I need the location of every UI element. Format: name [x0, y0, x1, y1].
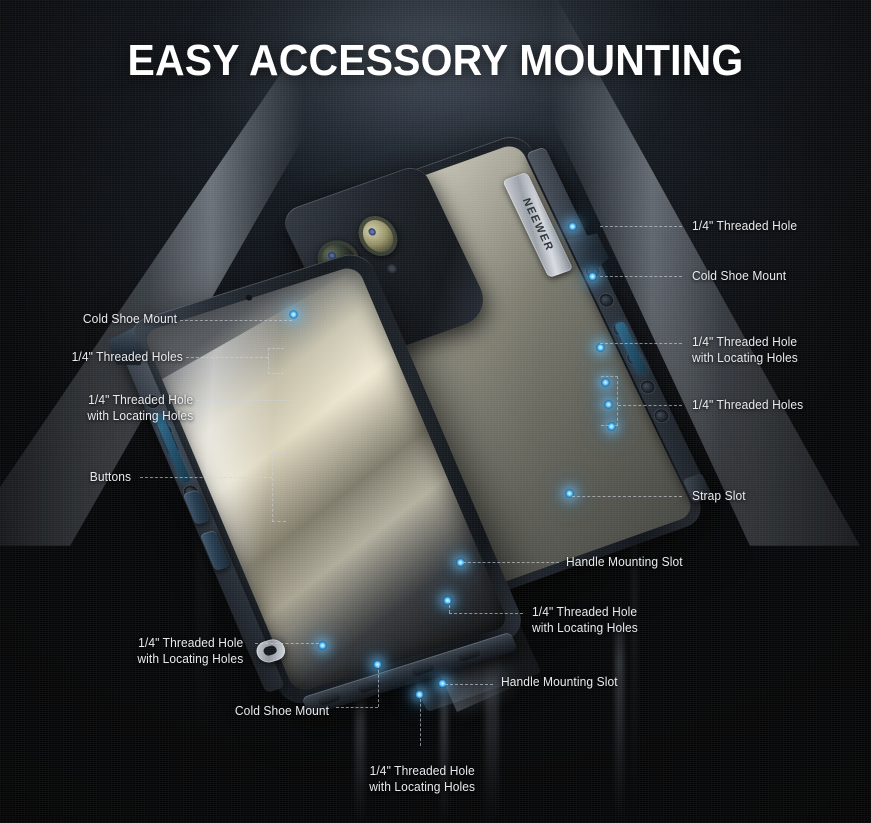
- leader-line: [449, 600, 450, 613]
- mount-point-glow: [443, 596, 452, 605]
- callout-right-cold-shoe-mount: Cold Shoe Mount: [692, 269, 787, 283]
- mount-point-glow: [415, 690, 424, 699]
- leader-line: [196, 400, 292, 401]
- leader-bracket: [272, 452, 286, 522]
- callout-low-handle-mounting-slot: Handle Mounting Slot: [501, 675, 618, 689]
- leader-line: [572, 496, 682, 497]
- mount-point-glow: [318, 641, 327, 650]
- callout-mid-threaded-hole-locating: 1/4" Threaded Hole with Locating Holes: [532, 605, 638, 635]
- mount-point-glow: [565, 489, 574, 498]
- callout-right-threaded-hole-locating: 1/4" Threaded Hole with Locating Holes: [692, 335, 798, 365]
- leader-line: [600, 276, 682, 277]
- leader-bracket: [268, 348, 284, 374]
- leader-line: [180, 320, 292, 321]
- light-streak: [632, 430, 637, 820]
- mount-point-glow: [604, 400, 613, 409]
- leader-line: [618, 405, 682, 406]
- leader-line: [600, 226, 682, 227]
- callout-left-cold-shoe-mount: Cold Shoe Mount: [82, 312, 177, 326]
- callout-left-threaded-holes: 1/4" Threaded Holes: [71, 350, 183, 364]
- mount-point-glow: [289, 310, 298, 319]
- leader-line: [186, 357, 268, 358]
- leader-line: [445, 684, 493, 685]
- mount-point-glow: [568, 222, 577, 231]
- light-streak: [615, 600, 624, 823]
- page-title: EASY ACCESSORY MOUNTING: [127, 36, 744, 85]
- leader-line: [140, 477, 272, 478]
- light-streak: [440, 660, 448, 823]
- mount-point-glow: [438, 679, 447, 688]
- leader-line: [420, 694, 421, 746]
- callout-right-strap-slot: Strap Slot: [692, 489, 746, 503]
- mount-point-glow: [601, 378, 610, 387]
- mount-point-glow: [456, 558, 465, 567]
- callout-bottom-threaded-locating: 1/4" Threaded Hole with Locating Holes: [369, 764, 476, 794]
- callout-bottomleft-threaded-locating: 1/4" Threaded Hole with Locating Holes: [137, 636, 243, 666]
- mount-point-glow: [596, 343, 605, 352]
- leader-line: [378, 665, 379, 707]
- callout-left-buttons: Buttons: [89, 470, 131, 484]
- callout-mid-handle-mounting-slot: Handle Mounting Slot: [566, 555, 683, 569]
- light-streak: [355, 640, 365, 823]
- mount-point-glow: [588, 272, 597, 281]
- leader-line: [449, 613, 523, 614]
- callout-left-threaded-hole-locating: 1/4" Threaded Hole with Locating Holes: [87, 393, 193, 423]
- light-streak: [485, 645, 499, 823]
- leader-line: [600, 343, 682, 344]
- callout-right-threaded-holes: 1/4" Threaded Holes: [692, 398, 804, 412]
- mount-point-glow: [373, 660, 382, 669]
- leader-line: [336, 707, 378, 708]
- leader-line: [255, 643, 319, 644]
- leader-line: [463, 562, 559, 563]
- callout-bottom-cold-shoe-mount: Cold Shoe Mount: [234, 704, 329, 718]
- leader-bracket: [601, 376, 618, 426]
- mount-point-glow: [607, 422, 616, 431]
- callout-right-threaded-hole-top: 1/4" Threaded Hole: [692, 219, 798, 233]
